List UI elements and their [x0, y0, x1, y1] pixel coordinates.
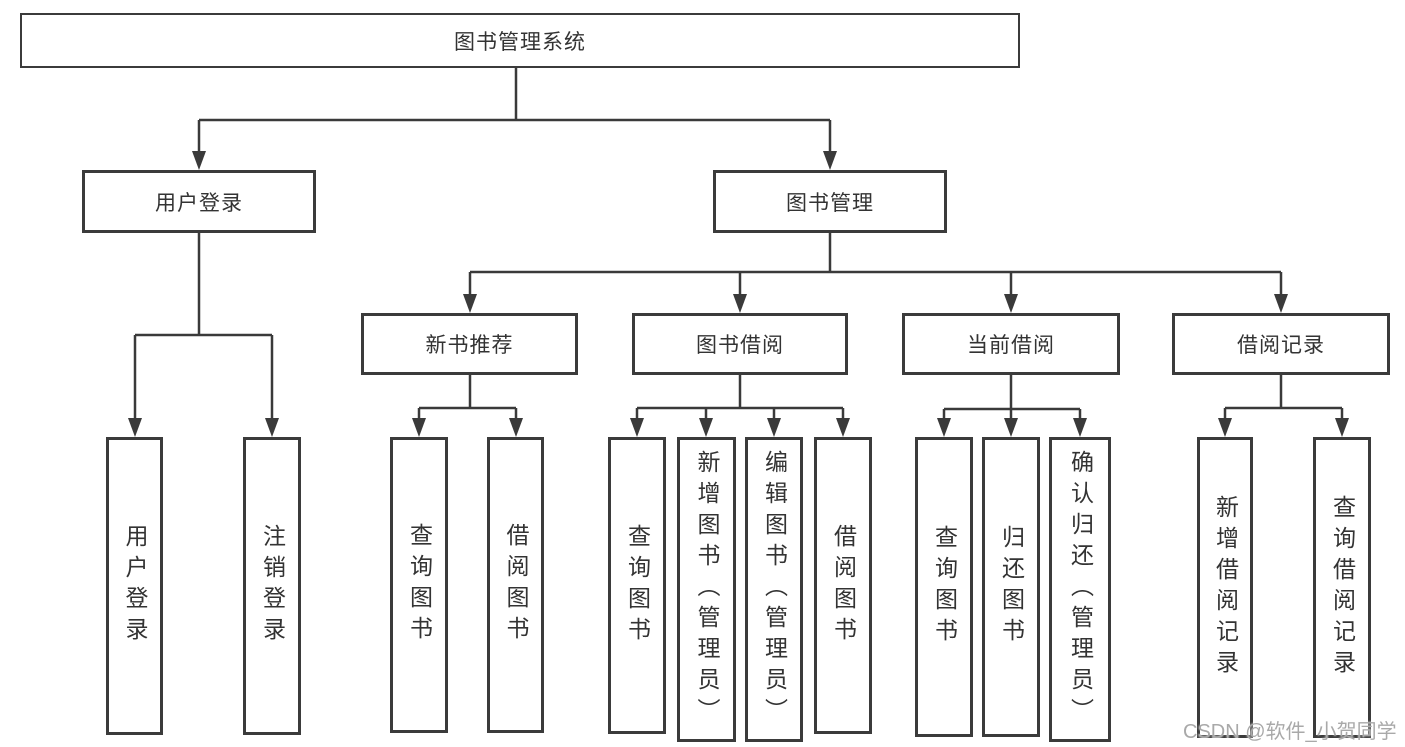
leaf-borrow-book-2: 借阅图书 — [814, 437, 872, 734]
node-user-login: 用户登录 — [82, 170, 316, 233]
leaf-label: 确认归还（管理员） — [1067, 450, 1094, 729]
leaf-query-book-2: 查询图书 — [608, 437, 666, 734]
leaf-label: 注销登录 — [259, 524, 286, 648]
leaf-logout: 注销登录 — [243, 437, 301, 735]
arrowhead-icons — [128, 151, 1349, 437]
leaf-add-borrow-record: 新增借阅记录 — [1197, 437, 1253, 738]
csdn-watermark: CSDN @软件_小贺同学 — [1183, 721, 1397, 743]
leaf-query-borrow-record: 查询借阅记录 — [1313, 437, 1371, 738]
leaf-label: 编辑图书（管理员） — [761, 450, 788, 729]
leaf-edit-book-admin: 编辑图书（管理员） — [745, 437, 803, 742]
node-book-management: 图书管理 — [713, 170, 947, 233]
leaf-label: 查询图书 — [406, 523, 433, 647]
node-book-borrowing: 图书借阅 — [632, 313, 848, 375]
node-borrowing-records: 借阅记录 — [1172, 313, 1390, 375]
leaf-confirm-return-admin: 确认归还（管理员） — [1049, 437, 1111, 742]
leaf-add-book-admin: 新增图书（管理员） — [677, 437, 736, 742]
leaf-return-book: 归还图书 — [982, 437, 1040, 737]
leaf-label: 查询图书 — [931, 525, 958, 649]
leaf-query-book-3: 查询图书 — [915, 437, 973, 737]
node-current-borrowing: 当前借阅 — [902, 313, 1120, 375]
leaf-label: 借阅图书 — [503, 523, 529, 647]
node-new-book-recommend: 新书推荐 — [361, 313, 578, 375]
leaf-user-login: 用户登录 — [106, 437, 163, 735]
node-root-system: 图书管理系统 — [20, 13, 1020, 68]
leaf-label: 归还图书 — [998, 525, 1025, 649]
leaf-label: 查询图书 — [624, 523, 651, 648]
leaf-query-book-1: 查询图书 — [390, 437, 448, 733]
leaf-borrow-book-1: 借阅图书 — [487, 437, 544, 733]
leaf-label: 查询借阅记录 — [1329, 494, 1356, 681]
leaf-label: 新增借阅记录 — [1212, 494, 1239, 681]
leaf-label: 新增图书（管理员） — [694, 450, 720, 729]
leaf-label: 借阅图书 — [830, 523, 857, 648]
leaf-label: 用户登录 — [122, 524, 148, 648]
